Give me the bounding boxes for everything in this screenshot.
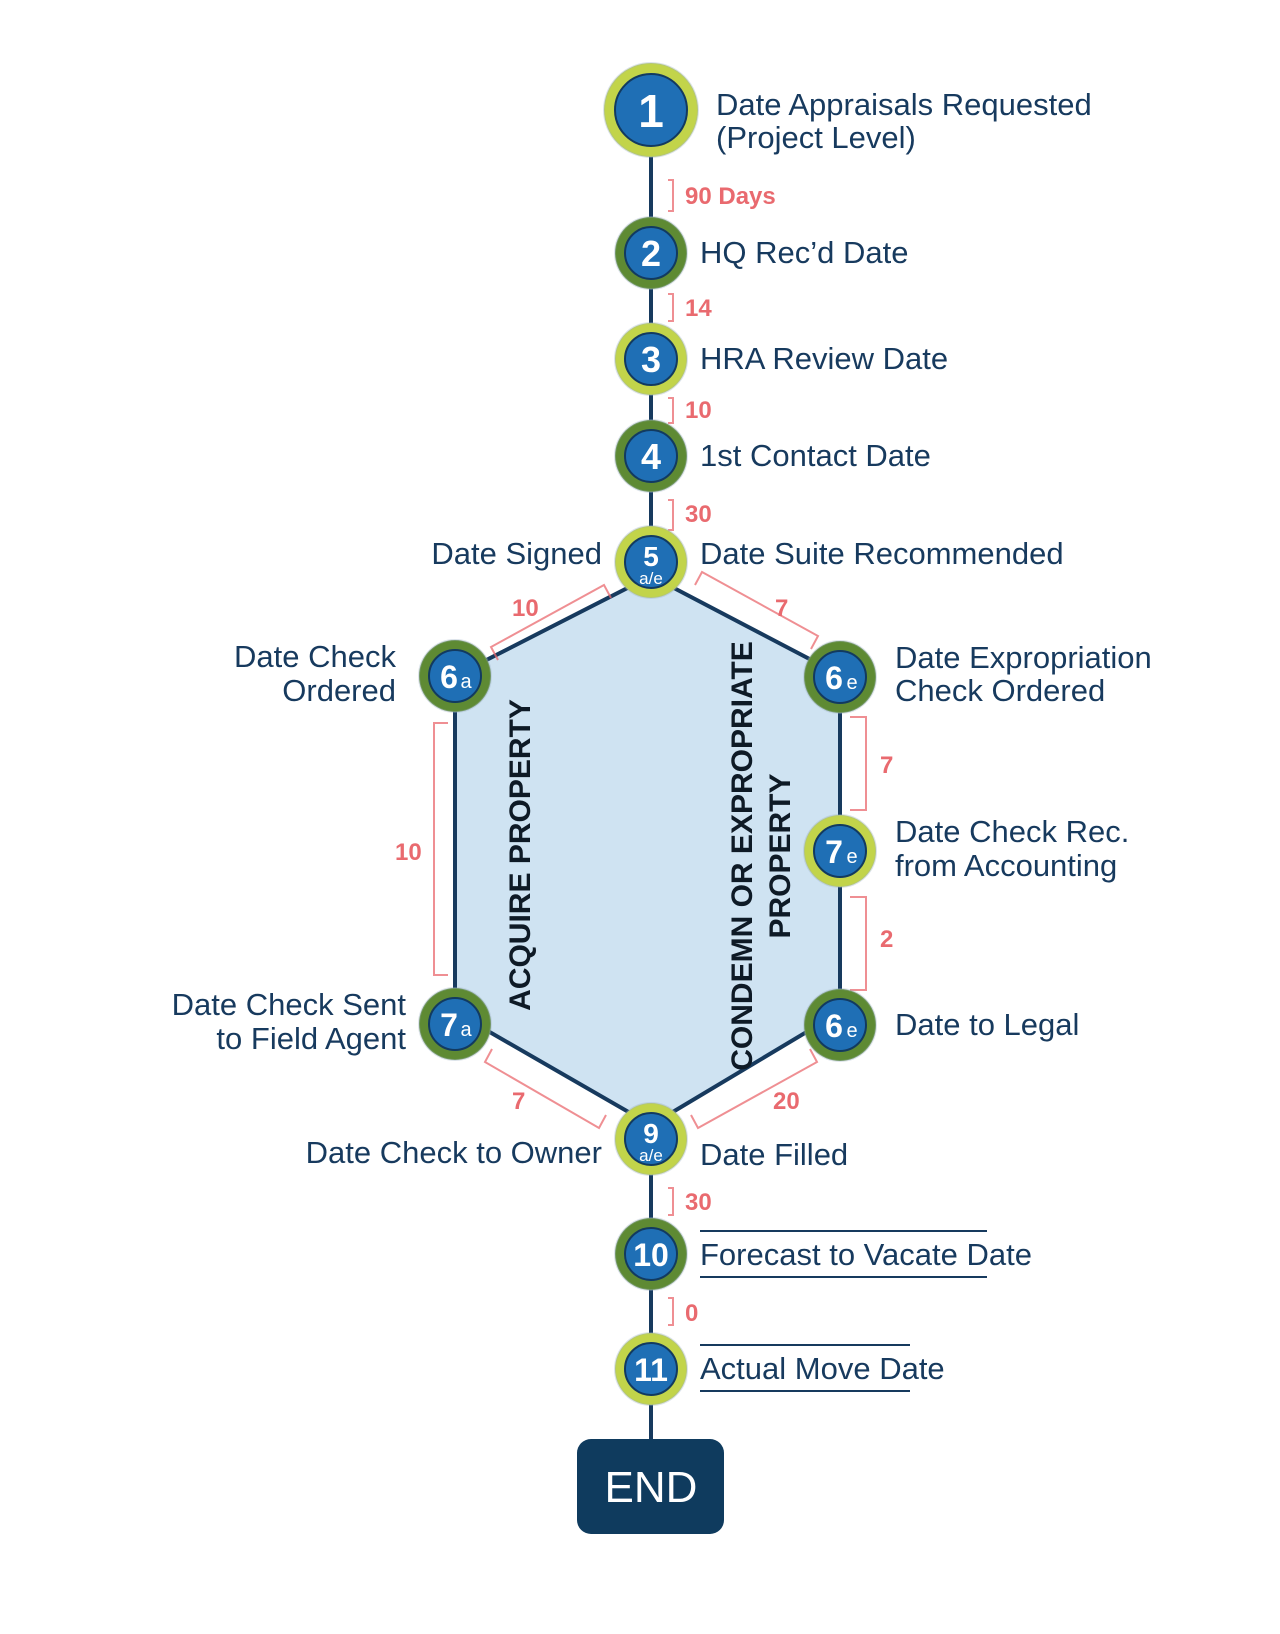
step-number: 6 xyxy=(440,659,458,695)
duration-bracket xyxy=(668,397,674,424)
step-node: 5 a/e xyxy=(614,525,688,599)
duration-label: 7 xyxy=(775,595,788,622)
duration-label: 2 xyxy=(880,926,893,953)
step-label: Check Ordered xyxy=(895,673,1105,708)
step-label: 1st Contact Date xyxy=(700,438,931,473)
duration-label: 90 Days xyxy=(685,183,776,210)
duration-label: 7 xyxy=(880,752,893,779)
step-number: 5 xyxy=(643,541,659,572)
step-suffix: a xyxy=(460,1019,472,1041)
step-node: 4 xyxy=(614,419,688,493)
step-number: 4 xyxy=(641,436,661,477)
duration-bracket xyxy=(668,1187,674,1216)
step-number: 9 xyxy=(643,1118,659,1149)
acquire-region-label: ACQUIRE PROPERTY xyxy=(504,699,537,1011)
step-number: 6 xyxy=(825,660,843,696)
step-number: 6 xyxy=(825,1008,843,1044)
step-label: Date Appraisals Requested xyxy=(716,87,1092,122)
step-label: HQ Rec’d Date xyxy=(700,235,908,270)
step-label: Actual Move Date xyxy=(700,1351,945,1386)
step-number: 3 xyxy=(641,339,661,380)
condemn-region-label-line1: CONDEMN OR EXPROPRIATE xyxy=(726,641,759,1070)
step-number: 7 xyxy=(440,1007,458,1043)
duration-label: 10 xyxy=(685,397,712,424)
end-label: END xyxy=(605,1463,698,1512)
duration-bracket xyxy=(850,896,867,991)
step-number: 10 xyxy=(633,1237,669,1273)
step-node: 10 xyxy=(614,1217,688,1291)
step-number: 11 xyxy=(634,1352,668,1388)
step-suffix: e xyxy=(846,672,857,694)
duration-bracket xyxy=(668,499,674,531)
step-label: Forecast to Vacate Date xyxy=(700,1237,1032,1272)
step-node: 3 xyxy=(614,322,688,396)
step-node: 6 e xyxy=(803,640,877,714)
step-label: (Project Level) xyxy=(716,120,916,155)
step-label: Date Check Rec. xyxy=(895,814,1129,849)
step-label: Date Filled xyxy=(700,1137,848,1172)
step-node: 7 e xyxy=(803,814,877,888)
step-label: Date Check xyxy=(234,639,396,674)
duration-bracket xyxy=(690,1048,819,1130)
duration-bracket xyxy=(668,293,674,322)
step-label-left: Date Signed xyxy=(431,536,602,571)
duration-bracket xyxy=(489,583,612,661)
step-suffix: a/e xyxy=(639,569,663,588)
duration-bracket xyxy=(668,1297,674,1326)
step-node: 1 xyxy=(603,62,699,158)
duration-label: 7 xyxy=(512,1088,525,1115)
step-node: 6 a xyxy=(418,639,492,713)
step-label: Date Check Sent xyxy=(172,987,407,1022)
step-suffix: a xyxy=(460,671,472,693)
end-terminator: END xyxy=(577,1439,724,1534)
step-number: 1 xyxy=(638,85,664,137)
duration-bracket xyxy=(694,570,820,650)
step-label: Date to Legal xyxy=(895,1007,1079,1042)
step-node: 6 e xyxy=(803,988,877,1062)
duration-bracket xyxy=(483,1048,607,1130)
step-suffix: e xyxy=(846,846,857,868)
duration-label: 10 xyxy=(512,595,539,622)
step-suffix: e xyxy=(846,1020,857,1042)
duration-label: 30 xyxy=(685,1189,712,1216)
step-node: 9 a/e xyxy=(614,1102,688,1176)
step-node: 11 xyxy=(614,1332,688,1406)
step-label: Ordered xyxy=(282,673,396,708)
step-suffix: a/e xyxy=(639,1146,663,1165)
step-nodes: 1 Date Appraisals Requested (Project Lev… xyxy=(172,62,1152,1406)
step-label: HRA Review Date xyxy=(700,341,948,376)
step-node: 7 a xyxy=(418,987,492,1061)
step-label: Date Suite Recommended xyxy=(700,536,1064,571)
duration-annotations: 90 Days 14 10 30 10 7 10 7 2 7 20 30 0 xyxy=(395,179,893,1327)
step-label: to Field Agent xyxy=(216,1021,406,1056)
duration-label: 14 xyxy=(685,295,712,322)
duration-bracket xyxy=(668,179,674,212)
duration-bracket xyxy=(850,716,867,811)
step-number: 2 xyxy=(641,233,661,274)
duration-label: 30 xyxy=(685,501,712,528)
step-label-left: Date Check to Owner xyxy=(306,1135,602,1170)
condemn-region-label-line2: PROPERTY xyxy=(764,773,797,938)
duration-label: 10 xyxy=(395,839,422,866)
duration-bracket xyxy=(433,722,448,976)
duration-label: 0 xyxy=(685,1300,698,1327)
duration-label: 20 xyxy=(773,1088,800,1115)
step-number: 7 xyxy=(825,834,843,870)
step-label: Date Expropriation xyxy=(895,640,1152,675)
step-node: 2 xyxy=(614,216,688,290)
step-label: from Accounting xyxy=(895,848,1117,883)
